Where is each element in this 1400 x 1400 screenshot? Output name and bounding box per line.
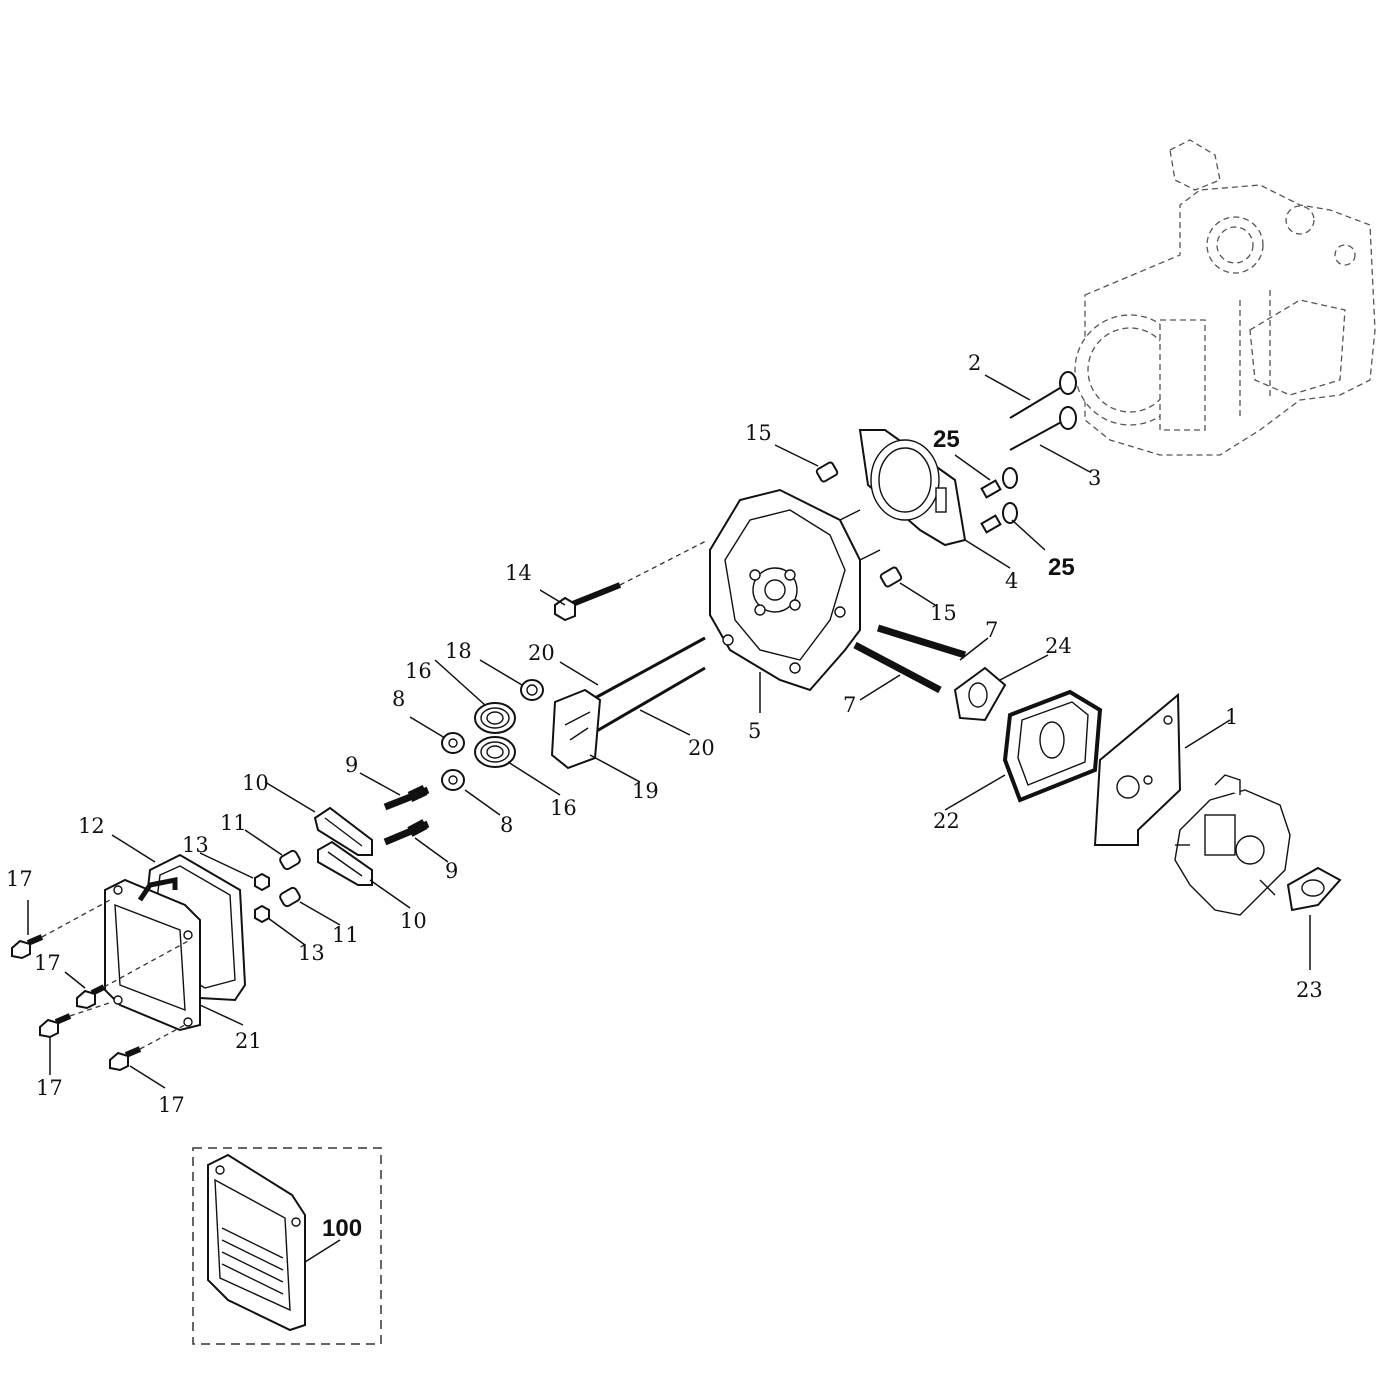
- leader-lines: [27, 374, 1311, 1263]
- part-20-push-rod-upper: [594, 636, 706, 700]
- part-9-rocker-stud-lower: [383, 819, 430, 846]
- callout-14: 14: [505, 561, 532, 585]
- part-1-heat-shield: [1093, 692, 1182, 846]
- callout-17-a: 17: [6, 867, 33, 891]
- callout-4: 4: [1005, 569, 1018, 593]
- part-2-valve: [1009, 371, 1077, 419]
- callout-3: 3: [1088, 466, 1101, 490]
- part-17-cover-bolt-d: [109, 1024, 186, 1072]
- part-15-dowel-pin-lower: [879, 566, 903, 588]
- callout-labels: 1 2 3 4 5 7 7 8 8 9 9 10 10 11 11 12 13 …: [6, 351, 1323, 1242]
- callout-12: 12: [78, 814, 105, 838]
- callout-10-lower: 10: [400, 909, 427, 933]
- callout-2: 2: [968, 351, 981, 375]
- part-17-cover-bolt-c: [39, 1001, 113, 1039]
- part-4-head-gasket: [858, 429, 967, 547]
- callout-8-lower: 8: [500, 813, 513, 837]
- callout-7-lower: 7: [843, 693, 856, 717]
- part-25-valve-seal-upper: [980, 467, 1018, 499]
- callout-7-upper: 7: [985, 618, 998, 642]
- callout-5: 5: [748, 719, 761, 743]
- callout-16-upper: 16: [405, 659, 432, 683]
- callout-10-upper: 10: [242, 771, 269, 795]
- part-5-cylinder-head: [709, 488, 881, 692]
- callout-15-lower: 15: [930, 601, 957, 625]
- part-18-stem-seal: [520, 679, 544, 701]
- part-10-rocker-arm-upper: [313, 806, 373, 856]
- part-7-stud-upper: [876, 624, 967, 659]
- part-23-carb-gasket: [1286, 866, 1342, 912]
- part-17-cover-bolt-a: [11, 899, 111, 960]
- part-7-stud-lower: [853, 641, 942, 694]
- callout-23: 23: [1296, 978, 1323, 1002]
- part-15-dowel-pin-upper: [815, 461, 839, 483]
- carburetor-ghost: [1174, 774, 1291, 916]
- part-25-valve-seal-lower: [980, 502, 1018, 534]
- callout-16-lower: 16: [550, 796, 577, 820]
- part-21-valve-cover: [104, 876, 201, 1032]
- callout-19: 19: [632, 779, 659, 803]
- callout-22: 22: [933, 809, 960, 833]
- part-24-gasket: [953, 666, 1007, 722]
- part-11-pivot-upper: [279, 849, 301, 871]
- callout-17-c: 17: [36, 1076, 63, 1100]
- callout-15-upper: 15: [745, 421, 772, 445]
- callout-21: 21: [235, 1029, 262, 1053]
- part-8-retainer-lower: [441, 769, 465, 791]
- callout-13-upper: 13: [182, 833, 209, 857]
- callout-1: 1: [1225, 705, 1238, 729]
- part-9-rocker-stud-upper: [383, 785, 430, 811]
- callout-11-lower: 11: [332, 923, 359, 947]
- part-22-insulator: [1002, 689, 1103, 803]
- part-13-nut-lower: [254, 904, 270, 924]
- part-10-rocker-arm-lower: [317, 840, 373, 886]
- part-20-push-rod-lower: [594, 666, 706, 734]
- part-13-nut-upper: [254, 872, 270, 892]
- callout-18: 18: [445, 639, 472, 663]
- callout-9-lower: 9: [445, 859, 458, 883]
- callout-9-upper: 9: [345, 753, 358, 777]
- callout-20-lower: 20: [688, 736, 715, 760]
- part-17-cover-bolt-b: [76, 939, 191, 1010]
- part-16-valve-spring-upper: [474, 702, 516, 734]
- callout-24: 24: [1045, 634, 1072, 658]
- part-8-retainer-upper: [441, 732, 465, 754]
- callout-20-upper: 20: [528, 641, 555, 665]
- callout-13-lower: 13: [298, 941, 325, 965]
- engine-block-ghost: [1074, 139, 1376, 456]
- callout-25-upper: 25: [933, 426, 960, 453]
- callout-17-b: 17: [34, 951, 61, 975]
- callout-11-upper: 11: [220, 811, 247, 835]
- part-11-pivot-lower: [279, 886, 301, 908]
- callout-8-upper: 8: [392, 687, 405, 711]
- callout-17-d: 17: [158, 1093, 185, 1117]
- part-16-valve-spring-lower: [474, 736, 516, 768]
- callout-25-lower: 25: [1048, 554, 1075, 581]
- callout-100: 100: [322, 1215, 362, 1242]
- part-3-valve: [1009, 406, 1077, 451]
- part-100-cover-kit: [192, 1147, 382, 1345]
- part-14-head-bolt: [554, 539, 709, 622]
